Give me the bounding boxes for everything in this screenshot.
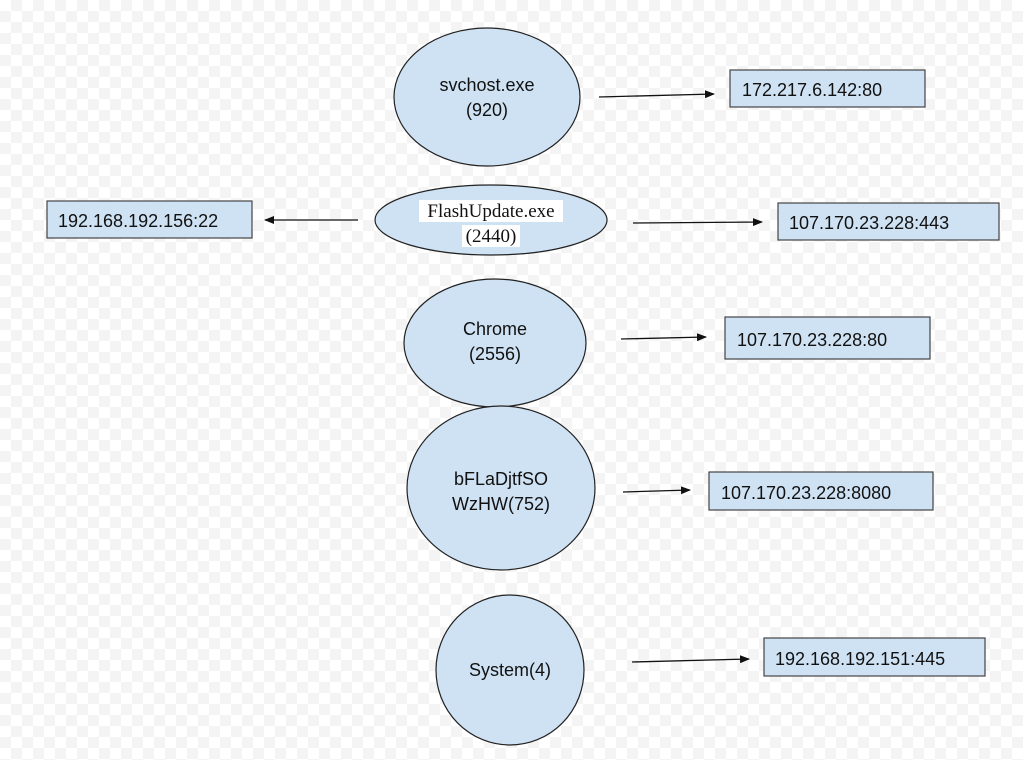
endpoint-rect <box>777 202 1000 241</box>
endpoint-label: 107.170.23.228:80 <box>737 330 887 350</box>
edges <box>264 90 763 664</box>
edge-flashupdate-to-ep3 <box>632 218 763 227</box>
process-name: System(4) <box>469 660 551 680</box>
process-node-svchost[interactable]: svchost.exe (920) <box>393 27 581 167</box>
endpoint-rect <box>724 316 931 360</box>
process-node-system[interactable]: System(4) <box>435 594 585 746</box>
endpoint-rect <box>708 471 934 511</box>
endpoint-box-ep4[interactable]: 107.170.23.228:80 <box>724 316 931 360</box>
node-ellipse <box>406 405 596 571</box>
endpoint-rect <box>729 69 926 108</box>
process-name: svchost.exe <box>439 75 534 95</box>
process-name: Chrome <box>463 319 527 339</box>
process-node-chrome[interactable]: Chrome (2556) <box>403 278 587 408</box>
edge-svchost-to-ep1 <box>598 90 715 99</box>
edge-chrome-to-ep4 <box>620 333 707 342</box>
endpoint-label: 107.170.23.228:8080 <box>721 483 891 503</box>
process-node-flashupdate[interactable]: FlashUpdate.exe (2440) <box>374 184 608 256</box>
endpoint-label: 172.217.6.142:80 <box>742 80 882 100</box>
label-highlight <box>462 225 520 247</box>
endpoint-label: 192.168.192.156:22 <box>58 211 218 231</box>
process-pid: (2440) <box>466 226 517 247</box>
label-highlight <box>419 200 563 222</box>
node-ellipse <box>393 27 581 167</box>
endpoint-box-ep1[interactable]: 172.217.6.142:80 <box>729 69 926 108</box>
process-node-bfladjtfso[interactable]: bFLaDjtfSO WzHW(752) <box>406 405 596 571</box>
endpoint-label: 107.170.23.228:443 <box>789 213 949 233</box>
endpoint-box-ep3[interactable]: 107.170.23.228:443 <box>777 202 1000 241</box>
edge-system-to-ep6 <box>631 655 750 664</box>
process-name: FlashUpdate.exe <box>427 201 554 222</box>
process-name: bFLaDjtfSO <box>454 469 548 489</box>
process-pid: WzHW(752) <box>452 494 550 514</box>
edge-bfladjtfso-to-ep5 <box>622 486 691 495</box>
endpoint-rect <box>46 200 253 239</box>
endpoint-box-ep5[interactable]: 107.170.23.228:8080 <box>708 471 934 511</box>
endpoint-rect <box>763 637 986 677</box>
endpoint-box-ep6[interactable]: 192.168.192.151:445 <box>763 637 986 677</box>
endpoint-label: 192.168.192.151:445 <box>775 649 945 669</box>
process-pid: (920) <box>466 100 508 120</box>
node-ellipse <box>403 278 587 408</box>
process-pid: (2556) <box>469 344 521 364</box>
node-ellipse <box>435 594 585 746</box>
endpoint-box-ep2[interactable]: 192.168.192.156:22 <box>46 200 253 239</box>
